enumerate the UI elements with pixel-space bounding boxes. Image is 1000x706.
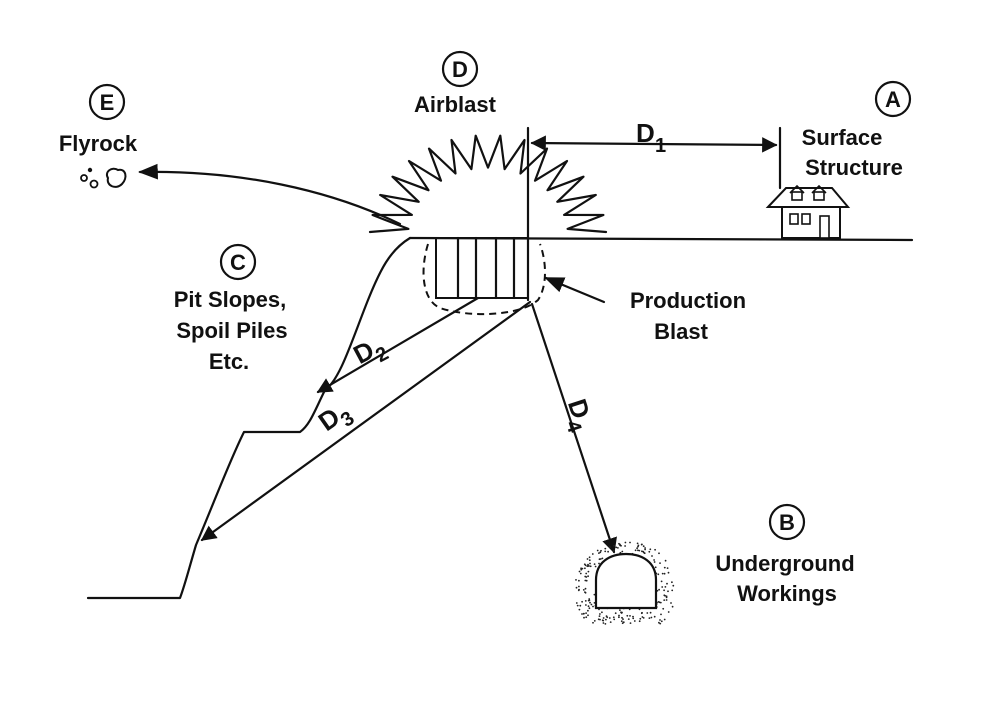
surface-structure-label-line2: Structure xyxy=(805,155,903,180)
d1-label: D 1 xyxy=(636,118,666,157)
label-b-letter: B xyxy=(779,510,795,535)
underground-workings-label-line2: Workings xyxy=(737,581,837,606)
label-d-circle: D xyxy=(441,50,479,88)
production-blast-label-line1: Production xyxy=(630,288,746,313)
production-blast-label-line2: Blast xyxy=(654,319,708,344)
label-e-circle: E xyxy=(88,83,126,121)
airblast-burst xyxy=(368,134,608,234)
label-b-circle: B xyxy=(768,503,806,541)
d3-distance-arrow xyxy=(200,300,532,542)
flyrock-trajectory-arrow xyxy=(138,163,402,226)
d2-distance-arrow xyxy=(316,296,480,394)
airblast-label: Airblast xyxy=(414,92,497,117)
label-c-letter: C xyxy=(230,250,246,275)
flyrock-label: Flyrock xyxy=(59,131,138,156)
d2-subscript: 2 xyxy=(372,342,392,367)
flyrock-rocks-icon xyxy=(80,167,127,189)
label-c-circle: C xyxy=(219,243,257,281)
d4-subscript: 4 xyxy=(561,418,586,436)
d1-letter: D xyxy=(636,118,655,148)
label-d-letter: D xyxy=(452,57,468,82)
label-a-circle: A xyxy=(874,80,912,118)
pit-slopes-label-line1: Pit Slopes, xyxy=(174,287,286,312)
house-icon xyxy=(765,184,851,239)
blast-block xyxy=(435,237,529,299)
production-blast-pointer xyxy=(544,276,606,304)
d1-dimension-line xyxy=(530,135,778,153)
pit-slopes-label-line2: Spoil Piles xyxy=(176,318,287,343)
surface-structure-label-line1: Surface xyxy=(802,125,883,150)
d4-distance-arrow xyxy=(530,302,617,554)
d4-label: D 4 xyxy=(561,395,596,436)
pit-slopes-label-line3: Etc. xyxy=(209,349,249,374)
pit-slope-profile xyxy=(86,236,412,600)
underground-tunnel-icon xyxy=(575,541,675,625)
underground-workings-label-line1: Underground xyxy=(715,551,854,576)
d1-subscript: 1 xyxy=(655,135,666,157)
label-a-letter: A xyxy=(885,87,901,112)
label-e-letter: E xyxy=(100,90,115,115)
